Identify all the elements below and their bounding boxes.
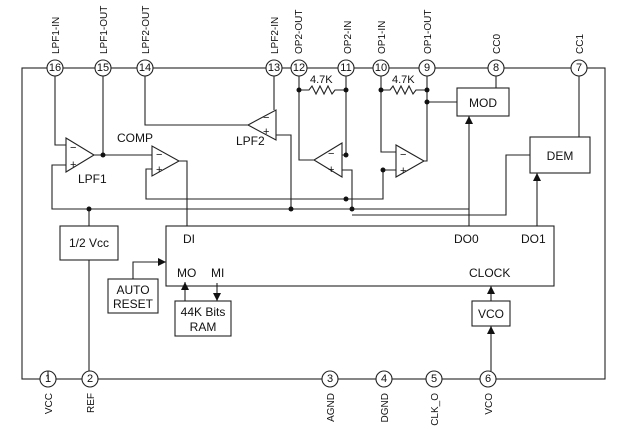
pin-5: 5 xyxy=(425,370,443,388)
pin-label-cc0: CC0 xyxy=(492,34,503,54)
opamp-op2: − + xyxy=(312,142,343,178)
pin-label-agnd: AGND xyxy=(326,393,337,422)
pin-label-ref: REF xyxy=(86,393,97,413)
resistor-label-1: 4.7K xyxy=(310,74,333,86)
half-vcc-block: 1/2 Vcc xyxy=(59,225,119,261)
pin-3: 3 xyxy=(321,370,339,388)
svg-text:DEM: DEM xyxy=(547,149,574,163)
svg-text:RAM: RAM xyxy=(190,320,217,334)
resistor-1 xyxy=(299,84,346,96)
opamp-comp: − + xyxy=(151,145,181,177)
ram-block: 44K Bits RAM xyxy=(174,300,232,337)
label-do0: DO0 xyxy=(454,232,479,246)
pin-label-cc1: CC1 xyxy=(575,34,586,54)
label-do1: DO1 xyxy=(521,232,546,246)
pin-9: 9 xyxy=(418,59,436,77)
svg-text:+: + xyxy=(263,126,269,138)
chip-outline xyxy=(21,67,606,380)
svg-text:12: 12 xyxy=(293,62,305,74)
pin-label-op2-in: OP2-IN xyxy=(343,21,354,54)
label-mi: MI xyxy=(211,266,224,280)
pin-6: 6 xyxy=(479,370,497,388)
label-comp: COMP xyxy=(117,131,153,145)
opamp-op1: − + xyxy=(395,144,426,178)
svg-text:6: 6 xyxy=(485,373,491,385)
svg-text:−: − xyxy=(328,148,334,160)
svg-text:7: 7 xyxy=(576,62,582,74)
svg-text:14: 14 xyxy=(139,62,151,74)
auto-reset-block: AUTO RESET xyxy=(107,278,159,314)
pin-8: 8 xyxy=(487,59,505,77)
svg-text:1/2 Vcc: 1/2 Vcc xyxy=(69,236,109,250)
pin-label-op1-in: OP1-IN xyxy=(377,21,388,54)
opamp-lpf1: − + xyxy=(65,137,96,173)
svg-text:9: 9 xyxy=(424,62,430,74)
pin-label-lpf1-out: LPF1-OUT xyxy=(99,6,110,54)
svg-text:−: − xyxy=(156,149,162,161)
svg-text:11: 11 xyxy=(340,62,351,74)
arrows xyxy=(158,116,541,334)
pin-13: 13 xyxy=(265,59,283,77)
resistor-label-2: 4.7K xyxy=(392,74,415,86)
svg-text:RESET: RESET xyxy=(113,297,154,311)
svg-text:+: + xyxy=(328,164,334,176)
svg-text:3: 3 xyxy=(327,373,333,385)
svg-text:2: 2 xyxy=(87,373,93,385)
svg-text:+: + xyxy=(70,159,76,171)
wiring xyxy=(47,76,580,379)
pin-4: 4 xyxy=(375,370,393,388)
label-lpf1: LPF1 xyxy=(78,172,107,186)
label-mo: MO xyxy=(177,266,196,280)
label-clock: CLOCK xyxy=(469,266,510,280)
svg-text:MOD: MOD xyxy=(469,96,497,110)
pin-label-vcc: VCC xyxy=(44,393,55,414)
svg-text:15: 15 xyxy=(97,62,109,74)
svg-text:44K Bits: 44K Bits xyxy=(181,305,226,319)
resistor-2 xyxy=(381,84,427,96)
pin-15: 15 xyxy=(94,59,112,77)
junctions xyxy=(86,87,430,212)
svg-text:AUTO: AUTO xyxy=(116,283,149,297)
svg-text:+: + xyxy=(400,165,406,177)
dem-block: DEM xyxy=(529,136,591,174)
pin-14: 14 xyxy=(136,59,154,77)
svg-text:−: − xyxy=(70,142,76,154)
svg-text:8: 8 xyxy=(493,62,499,74)
opamp-lpf2: − + xyxy=(246,109,277,141)
pin-label-vco: VCO xyxy=(484,393,495,415)
pin-16: 16 xyxy=(46,59,64,77)
pin-label-op2-out: OP2-OUT xyxy=(294,10,305,54)
vco-block: VCO xyxy=(471,300,511,327)
pin-label-lpf2-out: LPF2-OUT xyxy=(141,6,152,54)
pin-12: 12 xyxy=(290,59,308,77)
pin-10: 10 xyxy=(372,59,390,77)
pin-label-lpf1-in: LPF1-IN xyxy=(51,17,62,54)
pin-7: 7 xyxy=(570,59,588,77)
pin-label-dgnd: DGND xyxy=(380,393,391,422)
svg-text:5: 5 xyxy=(431,373,437,385)
mod-block: MOD xyxy=(456,87,510,117)
label-lpf2: LPF2 xyxy=(236,134,265,148)
svg-text:VCO: VCO xyxy=(478,307,504,321)
svg-text:−: − xyxy=(263,112,269,124)
svg-text:4: 4 xyxy=(381,373,387,385)
svg-text:13: 13 xyxy=(268,62,280,74)
core-block xyxy=(165,225,555,287)
svg-text:10: 10 xyxy=(375,62,387,74)
svg-text:16: 16 xyxy=(49,62,61,74)
svg-text:−: − xyxy=(400,149,406,161)
pin-label-lpf2-in: LPF2-IN xyxy=(270,17,281,54)
pin-label-op1-out: OP1-OUT xyxy=(423,10,434,54)
label-di: DI xyxy=(183,232,195,246)
pin-2: 2 xyxy=(81,370,99,388)
pin-label-clk-o: CLK_O xyxy=(430,393,441,426)
pin-11: 11 xyxy=(337,59,355,77)
svg-text:+: + xyxy=(156,164,162,176)
